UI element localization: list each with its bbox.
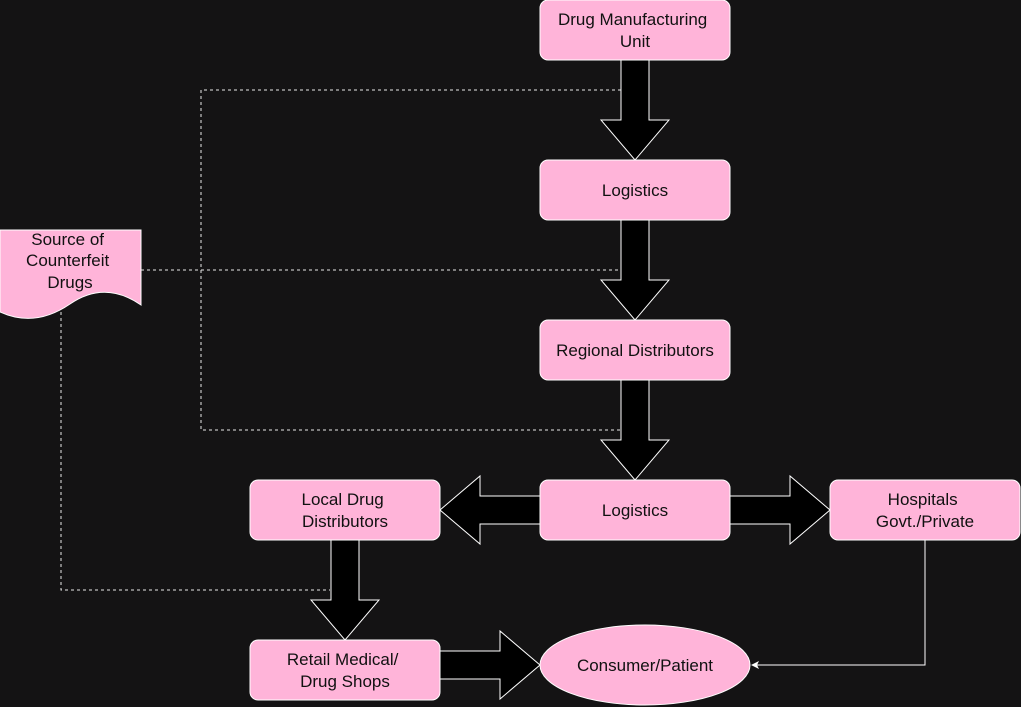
- node-hospitals-line-1: Hospitals: [888, 490, 958, 509]
- svg-text:Local Drug Distributors: Local Drug Distributors: [302, 490, 389, 531]
- svg-text:Consumer/Patient: Consumer/Patient: [577, 656, 713, 675]
- node-counterfeit-line-1: Source of: [31, 230, 104, 249]
- node-logistics-middle-label: Logistics: [602, 501, 668, 520]
- node-counterfeit-line-3: Drugs: [47, 273, 92, 292]
- node-logistics-middle[interactable]: Logistics: [539, 479, 731, 541]
- svg-text:Retail Medical/ Drug Sho: Retail Medical/ Drug Shops: [287, 650, 403, 691]
- node-manufacturing-line-2: Unit: [620, 32, 651, 51]
- node-regional-distributors[interactable]: Regional Distributors: [539, 319, 731, 381]
- node-consumer[interactable]: Consumer/Patient: [539, 624, 751, 706]
- node-local-line-1: Local Drug: [302, 490, 384, 509]
- svg-text:Drug Manufacturing Unit: Drug Manufacturing Unit: [558, 10, 712, 51]
- node-local-line-2: Distributors: [302, 512, 388, 531]
- node-logistics-top[interactable]: Logistics: [539, 159, 731, 221]
- hospitals-to-consumer-connector: [756, 540, 926, 666]
- node-consumer-label: Consumer/Patient: [577, 656, 713, 675]
- svg-text:Hospitals Govt./Private: Hospitals Govt./Private: [876, 490, 974, 531]
- hospitals-to-consumer-arrowhead: [751, 661, 759, 669]
- node-manufacturing[interactable]: Drug Manufacturing Unit: [539, 0, 731, 61]
- node-counterfeit-line-2: Counterfeit: [26, 251, 109, 270]
- node-logistics-top-label: Logistics: [602, 181, 668, 200]
- arrow-retail-to-consumer: [439, 629, 541, 701]
- svg-text:Regional Distributors: Regional Distributors: [556, 341, 714, 360]
- node-regional-label: Regional Distributors: [556, 341, 714, 360]
- arrow-logistics-to-hospitals: [729, 474, 831, 546]
- arrow-logistics-to-local: [439, 474, 541, 546]
- node-counterfeit-source[interactable]: Source of Counterfeit Drugs: [0, 229, 142, 319]
- node-retail-line-1: Retail Medical/: [287, 650, 399, 669]
- counterfeit-link-top: [200, 89, 621, 431]
- node-local-distributors[interactable]: Local Drug Distributors: [249, 479, 441, 541]
- svg-text:Logistics: Logistics: [602, 181, 668, 200]
- node-hospitals-line-2: Govt./Private: [876, 512, 974, 531]
- arrow-local-to-retail: [309, 539, 381, 641]
- counterfeit-link-bottom: [60, 312, 330, 591]
- node-manufacturing-line-1: Drug Manufacturing: [558, 10, 707, 29]
- node-retail-shops[interactable]: Retail Medical/ Drug Shops: [249, 639, 441, 701]
- arrow-manufacturing-to-logistics: [599, 59, 671, 161]
- svg-text:Source of Counterfeit: Source of Counterfeit Drugs: [26, 230, 114, 292]
- node-retail-line-2: Drug Shops: [300, 672, 390, 691]
- svg-text:Logistics: Logistics: [602, 501, 668, 520]
- arrow-regional-to-logistics: [599, 379, 671, 481]
- arrow-logistics-to-regional: [599, 219, 671, 321]
- node-hospitals[interactable]: Hospitals Govt./Private: [829, 479, 1021, 541]
